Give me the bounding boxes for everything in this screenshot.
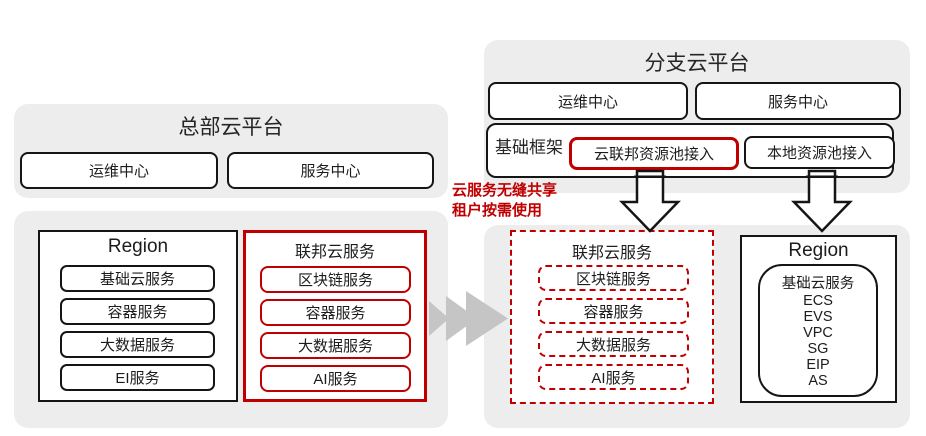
hq-federation-item: AI服务 xyxy=(260,365,411,392)
local-pool-access-box: 本地资源池接入 xyxy=(744,136,895,169)
branch-service-center-box: 服务中心 xyxy=(695,82,901,120)
branch-federation-item: 容器服务 xyxy=(538,298,689,324)
branch-services-panel: 联邦云服务 区块链服务 容器服务 大数据服务 AI服务 Region 基础云服务… xyxy=(484,225,910,428)
hq-region-title: Region xyxy=(107,236,169,257)
hq-ops-center-box: 运维中心 xyxy=(20,152,218,189)
hq-federation-box: 联邦云服务 区块链服务 容器服务 大数据服务 AI服务 xyxy=(243,230,427,402)
branch-platform-title: 分支云平台 xyxy=(644,52,750,75)
branch-region-services: 基础云服务 ECS EVS VPC SG EIP AS xyxy=(758,264,878,397)
branch-region-line: EVS xyxy=(803,309,833,325)
branch-platform-panel: 分支云平台 运维中心 服务中心 基础框架 云联邦资源池接入 本地资源池接入 xyxy=(484,40,910,193)
annotation-text: 云服务无缝共享 租户按需使用 xyxy=(452,181,557,221)
hq-federation-item: 大数据服务 xyxy=(260,332,411,359)
annotation-line-2: 租户按需使用 xyxy=(452,202,543,219)
branch-region-line: VPC xyxy=(803,325,833,341)
hq-federation-item: 区块链服务 xyxy=(260,266,411,293)
hq-federation-title: 联邦云服务 xyxy=(294,244,375,261)
hq-region-item: 容器服务 xyxy=(60,298,215,325)
hq-platform-title: 总部云平台 xyxy=(178,116,284,139)
branch-framework-box: 基础框架 云联邦资源池接入 本地资源池接入 xyxy=(486,123,895,178)
branch-federation-item: AI服务 xyxy=(538,364,689,390)
hq-region-item: 基础云服务 xyxy=(60,265,215,292)
cloud-federation-pool-access-box: 云联邦资源池接入 xyxy=(569,137,739,170)
branch-region-title: Region xyxy=(788,240,849,261)
branch-federation-item: 大数据服务 xyxy=(538,331,689,357)
branch-region-line: 基础云服务 xyxy=(781,276,855,292)
hq-region-box: Region 基础云服务 容器服务 大数据服务 EI服务 xyxy=(38,230,238,402)
hq-service-center-box: 服务中心 xyxy=(227,152,434,189)
branch-framework-label: 基础框架 xyxy=(495,138,563,157)
branch-region-line: ECS xyxy=(803,293,833,309)
hq-federation-item: 容器服务 xyxy=(260,299,411,326)
branch-region-line: SG xyxy=(807,341,829,357)
hq-platform-panel: 总部云平台 运维中心 服务中心 xyxy=(14,104,448,198)
branch-region-line: AS xyxy=(808,373,828,389)
hq-services-panel: Region 基础云服务 容器服务 大数据服务 EI服务 联邦云服务 区块链服务… xyxy=(14,211,448,428)
branch-federation-title: 联邦云服务 xyxy=(571,245,652,262)
branch-region-line: EIP xyxy=(806,357,830,373)
hq-region-item: 大数据服务 xyxy=(60,331,215,358)
hq-region-item: EI服务 xyxy=(60,364,215,391)
branch-federation-box: 联邦云服务 区块链服务 容器服务 大数据服务 AI服务 xyxy=(510,230,714,404)
branch-federation-item: 区块链服务 xyxy=(538,265,689,291)
annotation-line-1: 云服务无缝共享 xyxy=(452,182,558,199)
branch-ops-center-box: 运维中心 xyxy=(488,82,688,120)
branch-region-box: Region 基础云服务 ECS EVS VPC SG EIP AS xyxy=(740,235,897,403)
